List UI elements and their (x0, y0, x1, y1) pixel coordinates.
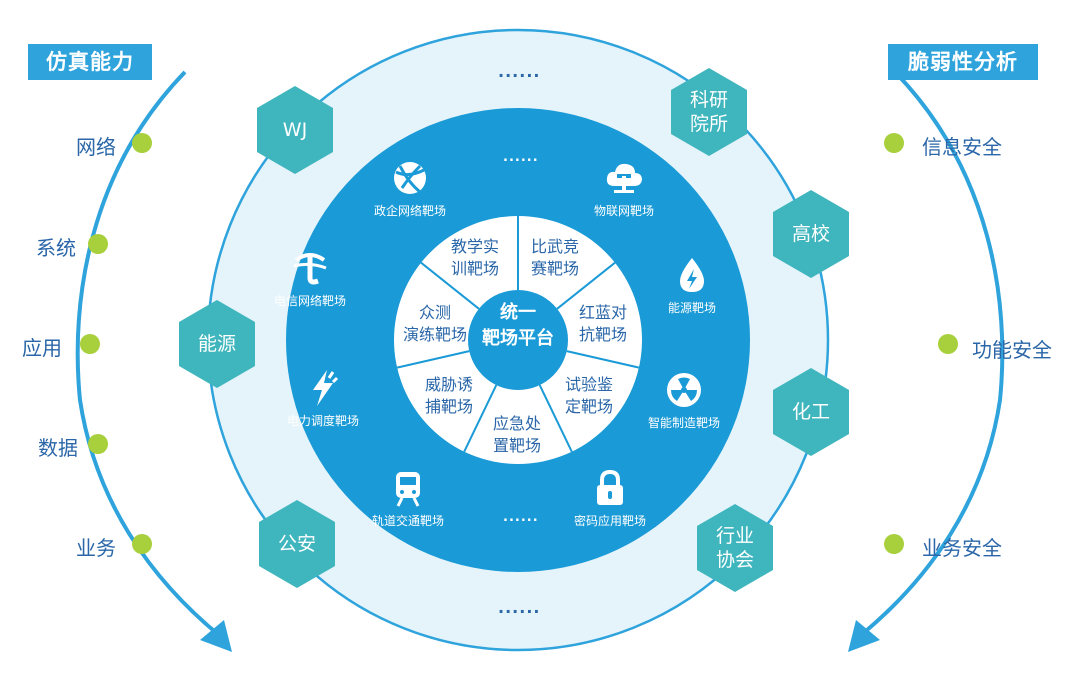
right-item-dot (938, 334, 958, 354)
sector-hexagon-label: 公安 (277, 533, 316, 555)
train-icon (353, 468, 463, 508)
right-item-dot (884, 534, 904, 554)
inner-sector-label: 比武竞 赛靶场 (530, 237, 579, 278)
lock-icon (555, 468, 665, 508)
middle-ring-ellipsis-top: ...... (503, 150, 539, 165)
left-item-dot (132, 133, 152, 153)
radiation-icon (629, 370, 739, 410)
left-item-label: 系统 (36, 236, 76, 260)
globe-icon (355, 158, 465, 198)
right-item-label: 业务安全 (922, 536, 1002, 560)
inner-sector-label: 众测 演练靶场 (402, 303, 467, 344)
sector-divider (566, 350, 640, 369)
sector-divider (463, 384, 498, 453)
left-item-label: 数据 (38, 436, 78, 460)
cyber-range-label: 能源靶场 (667, 301, 716, 315)
inner-sector-label: 威胁诱 捕靶场 (424, 375, 473, 416)
sector-divider (420, 261, 480, 310)
cyber-range-item: 政企网络靶场 (355, 158, 465, 219)
cyber-range-item: 密码应用靶场 (555, 468, 665, 529)
inner-sector-label: 红蓝对 抗靶场 (578, 303, 627, 344)
left-item-label: 网络 (76, 135, 116, 159)
sector-hexagon: 行业 协会 (697, 504, 773, 592)
left-item-dot (132, 534, 152, 554)
cloud-network-icon (569, 158, 679, 198)
inner-sector-label: 教学实 训靶场 (450, 237, 499, 278)
cyber-range-item: 能源靶场 (637, 255, 747, 316)
right-flow-arrowhead (848, 620, 880, 652)
telecom-logo-icon (255, 248, 365, 288)
right-panel-title: 脆弱性分析 (888, 44, 1038, 80)
left-panel-title: 仿真能力 (28, 44, 152, 80)
cyber-range-label: 物联网靶场 (593, 204, 654, 218)
cyber-range-item: 电力调度靶场 (268, 368, 378, 429)
sector-hexagon: 公安 (259, 500, 335, 588)
sector-dividers (396, 216, 640, 453)
left-flow-arc (75, 70, 227, 642)
cyber-range-label: 政企网络靶场 (373, 204, 446, 218)
outer-ring-ellipsis-top: ...... (498, 62, 541, 81)
inner-sector-label: 应急处 置靶场 (492, 414, 541, 455)
outer-ring-ellipsis-bottom: ...... (498, 598, 541, 617)
left-item-dot (88, 234, 108, 254)
cyber-range-item: 智能制造靶场 (629, 370, 739, 431)
right-item-label: 信息安全 (922, 135, 1002, 159)
left-item-label: 业务 (76, 536, 116, 560)
sector-divider (556, 261, 616, 310)
center-disc (468, 290, 568, 390)
middle-ring-ellipsis-bottom: ...... (503, 510, 539, 525)
sector-hexagon-label: 高校 (791, 223, 830, 245)
cyber-range-label: 轨道交通靶场 (371, 514, 444, 528)
left-flow-arrowhead (200, 620, 232, 652)
sector-hexagon-label: 科研 院所 (689, 89, 728, 135)
right-item-label: 功能安全 (972, 338, 1052, 362)
right-flow-arc (853, 70, 1005, 642)
cyber-range-item: 物联网靶场 (569, 158, 679, 219)
cyber-range-label: 密码应用靶场 (573, 514, 646, 528)
sector-hexagon-label: 化工 (791, 401, 830, 423)
left-item-dot (80, 334, 100, 354)
sector-divider (396, 350, 470, 369)
sector-divider (538, 384, 573, 453)
sector-hexagon: 高校 (773, 190, 849, 278)
inner-sector-label: 试验鉴 定靶场 (564, 375, 613, 416)
cyber-range-label: 智能制造靶场 (647, 416, 720, 430)
sector-hexagon-label: 能源 (197, 333, 236, 355)
lightning-icon (268, 368, 378, 408)
center-label: 统一 靶场平台 (482, 302, 554, 349)
sector-hexagon: 化工 (773, 368, 849, 456)
sector-hexagon-label: 行业 协会 (715, 525, 754, 571)
right-item-dot (884, 133, 904, 153)
left-item-dot (88, 434, 108, 454)
cyber-range-item: 轨道交通靶场 (353, 468, 463, 529)
sector-hexagon: 科研 院所 (671, 68, 747, 156)
cyber-range-label: 电力调度靶场 (286, 414, 359, 428)
cyber-range-label: 电信网络靶场 (273, 294, 346, 308)
cyber-range-item: 电信网络靶场 (255, 248, 365, 309)
left-item-label: 应用 (22, 336, 62, 360)
drop-bolt-icon (637, 255, 747, 295)
sector-hexagon-label: WJ (282, 119, 308, 141)
